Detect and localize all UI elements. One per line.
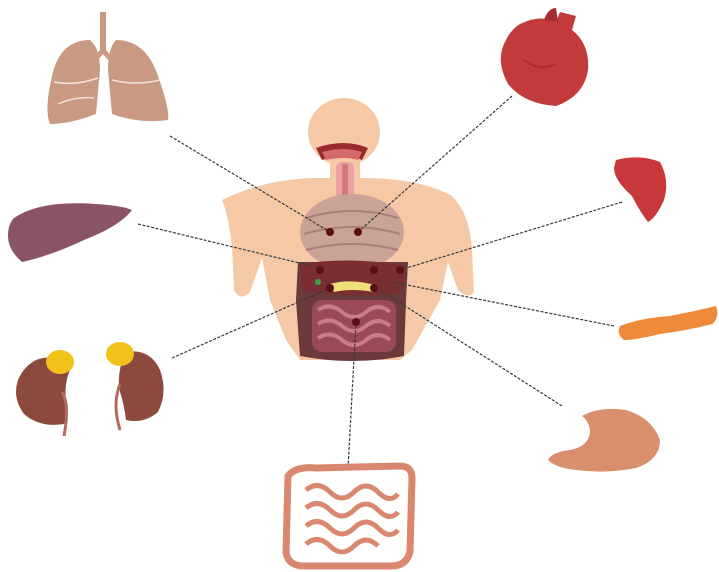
spleen-marker (396, 266, 404, 274)
pancreas-icon (619, 306, 718, 340)
heart-marker (354, 228, 362, 236)
liver-icon (8, 203, 132, 262)
intestines-icon (286, 466, 412, 566)
gallbladder-marker (315, 279, 321, 285)
intestines-marker (352, 318, 360, 326)
kidneys-icon (16, 342, 164, 436)
heart-icon (501, 8, 588, 106)
stomach-marker (370, 266, 378, 274)
human-torso-icon (222, 98, 474, 361)
lungs-icon (47, 12, 168, 124)
kidneys-marker (326, 284, 334, 292)
liver-marker (316, 266, 324, 274)
spleen-icon (614, 157, 666, 222)
stomach-icon (548, 409, 660, 472)
lungs-marker (326, 228, 334, 236)
pancreas-marker (370, 284, 378, 292)
